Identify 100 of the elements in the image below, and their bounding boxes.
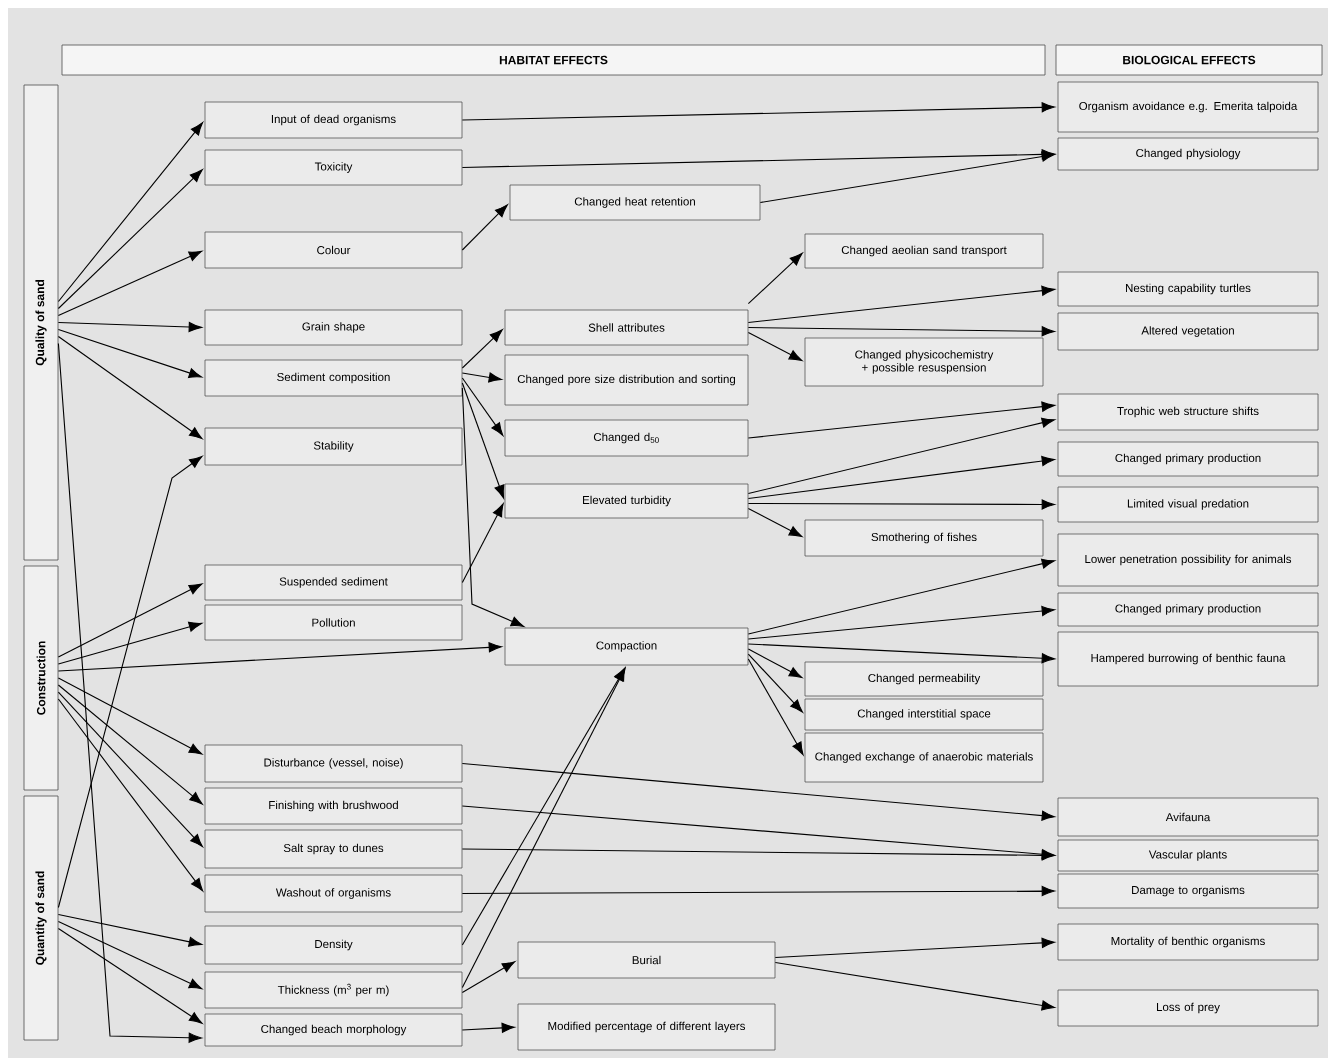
arrow [747,401,1055,439]
arrow [747,643,1055,664]
arrow [461,961,516,994]
arrow [461,503,504,584]
arrow [774,937,1055,959]
arrow [461,102,1055,121]
effect-box: Avifauna [1057,797,1319,837]
header-band: HABITAT EFFECTS [61,44,1046,76]
effect-box: Pollution [204,604,463,641]
arrow [57,927,203,1024]
arrow [461,329,503,369]
effect-box: Lower penetration possibility for animals [1057,533,1319,587]
effect-box: Changed heat retention [509,184,761,221]
arrow [57,621,202,665]
arrow [57,335,203,440]
arrow [747,326,1055,337]
arrow [461,377,504,436]
arrow [57,342,202,1043]
arrow [461,382,505,499]
effect-box: Washout of organisms [204,874,463,913]
arrow [57,583,203,658]
arrow [747,558,1055,635]
effect-box: Thickness (m$^{3}$ per m) [204,971,463,1009]
effect-box: Trophic web structure shifts [1057,393,1319,431]
header-band: BIOLOGICAL EFFECTS [1055,44,1323,76]
effect-box: Changed d$_{50}$ [504,419,749,457]
effect-box: Limited visual predation [1057,486,1319,523]
effect-box: Altered vegetation [1057,312,1319,351]
effect-box: Sediment composition [204,359,463,397]
effect-box: Input of dead organisms [204,101,463,139]
arrow [747,252,803,305]
arrow [57,642,502,672]
arrow [57,250,203,317]
effect-box: Vascular plants [1057,839,1319,872]
arrow [747,648,803,678]
arrow [57,691,203,848]
effect-box: Colour [204,231,463,269]
arrow [57,122,204,303]
arrow [747,499,1055,510]
arrow [747,331,803,362]
effect-box: Changed primary production [1057,441,1319,477]
arrow [747,658,804,756]
effect-box: Elevated turbidity [504,483,749,519]
effect-box: Density [204,925,463,965]
effect-box: Burial [517,941,776,979]
effect-box: Modified percentage of different layers [517,1003,776,1051]
effect-box: Mortality of benthic organisms [1057,923,1319,961]
effect-box: Changed interstitial space [804,698,1044,731]
arrow [57,169,203,310]
effect-box: Changed primary production [1057,592,1319,627]
arrow [57,698,204,892]
effect-box: Changed physiology [1057,137,1319,171]
arrow [747,653,803,713]
arrow [747,285,1055,324]
arrow [461,805,1055,860]
effect-box: Smothering of fishes [804,519,1044,557]
effect-box: Changed pore size distribution and sorting [504,354,749,406]
arrow [57,920,203,990]
arrow [461,204,508,251]
arrow [57,684,203,805]
effect-box: Nesting capability turtles [1057,271,1319,307]
effect-box: Loss of prey [1057,989,1319,1027]
arrow [759,151,1055,204]
arrow [747,417,1055,495]
effect-box: Hampered burrowing of benthic fauna [1057,631,1319,687]
effect-box: Shell attributes [504,309,749,346]
arrow [57,677,203,755]
arrow [57,328,203,378]
arrow [747,507,803,537]
arrow [747,605,1055,640]
effect-box: Suspended sediment [204,564,463,601]
effect-box: Salt spray to dunes [204,829,463,869]
arrow [461,149,1055,169]
effect-box: Changed exchange of anaerobic materials [804,732,1044,783]
category-band: Construction [23,565,59,791]
effect-box: Toxicity [204,149,463,186]
arrow [461,762,1055,821]
effect-box: Changed physicochemistry + possible resuspension [804,337,1044,387]
effect-box: Changed aeolian sand transport [804,233,1044,269]
arrow [461,372,502,383]
effect-box: Organism avoidance e.g. Emerita talpoida [1057,81,1319,133]
category-band: Quality of sand [23,84,59,561]
arrow [747,455,1055,500]
arrow [461,387,525,627]
arrow [461,885,1055,897]
effect-box: Changed permeability [804,661,1044,697]
arrow [57,455,203,909]
effect-box: Changed beach morphology [204,1013,463,1047]
arrow [461,848,1055,861]
category-band: Quantity of sand [23,795,59,1041]
arrow [461,1022,515,1033]
arrow [774,961,1055,1011]
arrow [57,321,202,333]
effect-box: Disturbance (vessel, noise) [204,744,463,783]
effect-box: Grain shape [204,309,463,346]
arrow [57,913,202,947]
effect-box: Finishing with brushwood [204,787,463,825]
effect-box: Compaction [504,627,749,666]
effect-box: Damage to organisms [1057,873,1319,909]
effect-box: Stability [204,427,463,466]
